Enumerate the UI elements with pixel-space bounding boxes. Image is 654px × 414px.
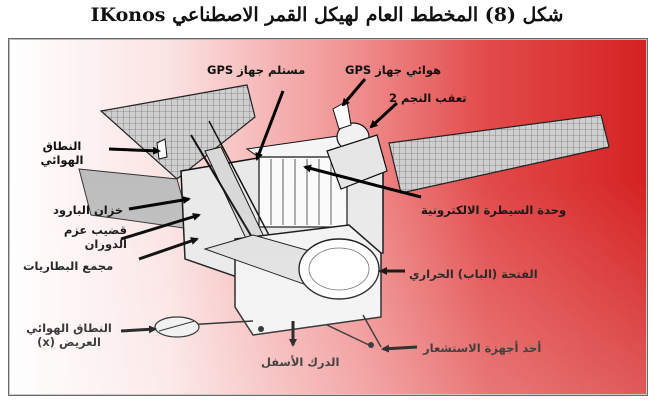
arrow-gps-antenna [341, 78, 367, 107]
arrow-fuel-tank [128, 196, 191, 211]
label-gps-receiver: مستلم جهاز GPS [207, 63, 306, 77]
label-wide-band-antenna: النطاق الهوائي العريض (x) [26, 321, 112, 349]
label-electronic-control: وحدة السيطرة الالكترونية [421, 203, 567, 217]
label-sensors: أحد أجهزة الاستشعار [423, 341, 542, 355]
figure-title: شكل (8) المخطط العام لهيكل القمر الاصطنا… [90, 4, 564, 26]
label-star-tracker: تعقب النجم 2 [389, 91, 467, 105]
arrow-wide-band [120, 325, 157, 334]
gps-antenna-shape [332, 100, 352, 130]
left-solar-panel-lower [78, 168, 192, 230]
electronics-box [258, 156, 348, 228]
label-air-band: النطاق الهوائي [40, 139, 84, 167]
left-solar-panel [99, 84, 256, 180]
label-thermal-door: الفتحة (الباب) الحراري [409, 267, 538, 281]
arrow-electronic-control [303, 164, 422, 199]
callout-arrows [108, 78, 422, 353]
label-battery-pack: مجمع البطاريات [23, 259, 114, 273]
air-band-antenna [156, 138, 168, 160]
satellite-illustration [78, 78, 610, 353]
arrow-sensors [381, 344, 418, 353]
arrow-star-tracker [369, 101, 399, 129]
label-fuel-tank: خزان البارود [53, 203, 124, 217]
label-lower-ladder: الدرك الأسفل [261, 355, 340, 369]
label-momentum-rod: قضيب عزم الدوران [63, 223, 127, 251]
satellite-diagram-frame: مستلم جهاز GPS هوائي جهاز GPS تعقب النجم… [8, 38, 648, 396]
arrow-air-band [108, 146, 161, 155]
wide-band-antenna-dish [154, 316, 200, 338]
right-solar-panel [388, 114, 610, 194]
label-gps-antenna: هوائي جهاز GPS [345, 63, 442, 77]
arrow-momentum-rod [120, 212, 201, 241]
arrow-battery-pack [138, 237, 199, 261]
arrow-gps-receiver [255, 90, 285, 161]
